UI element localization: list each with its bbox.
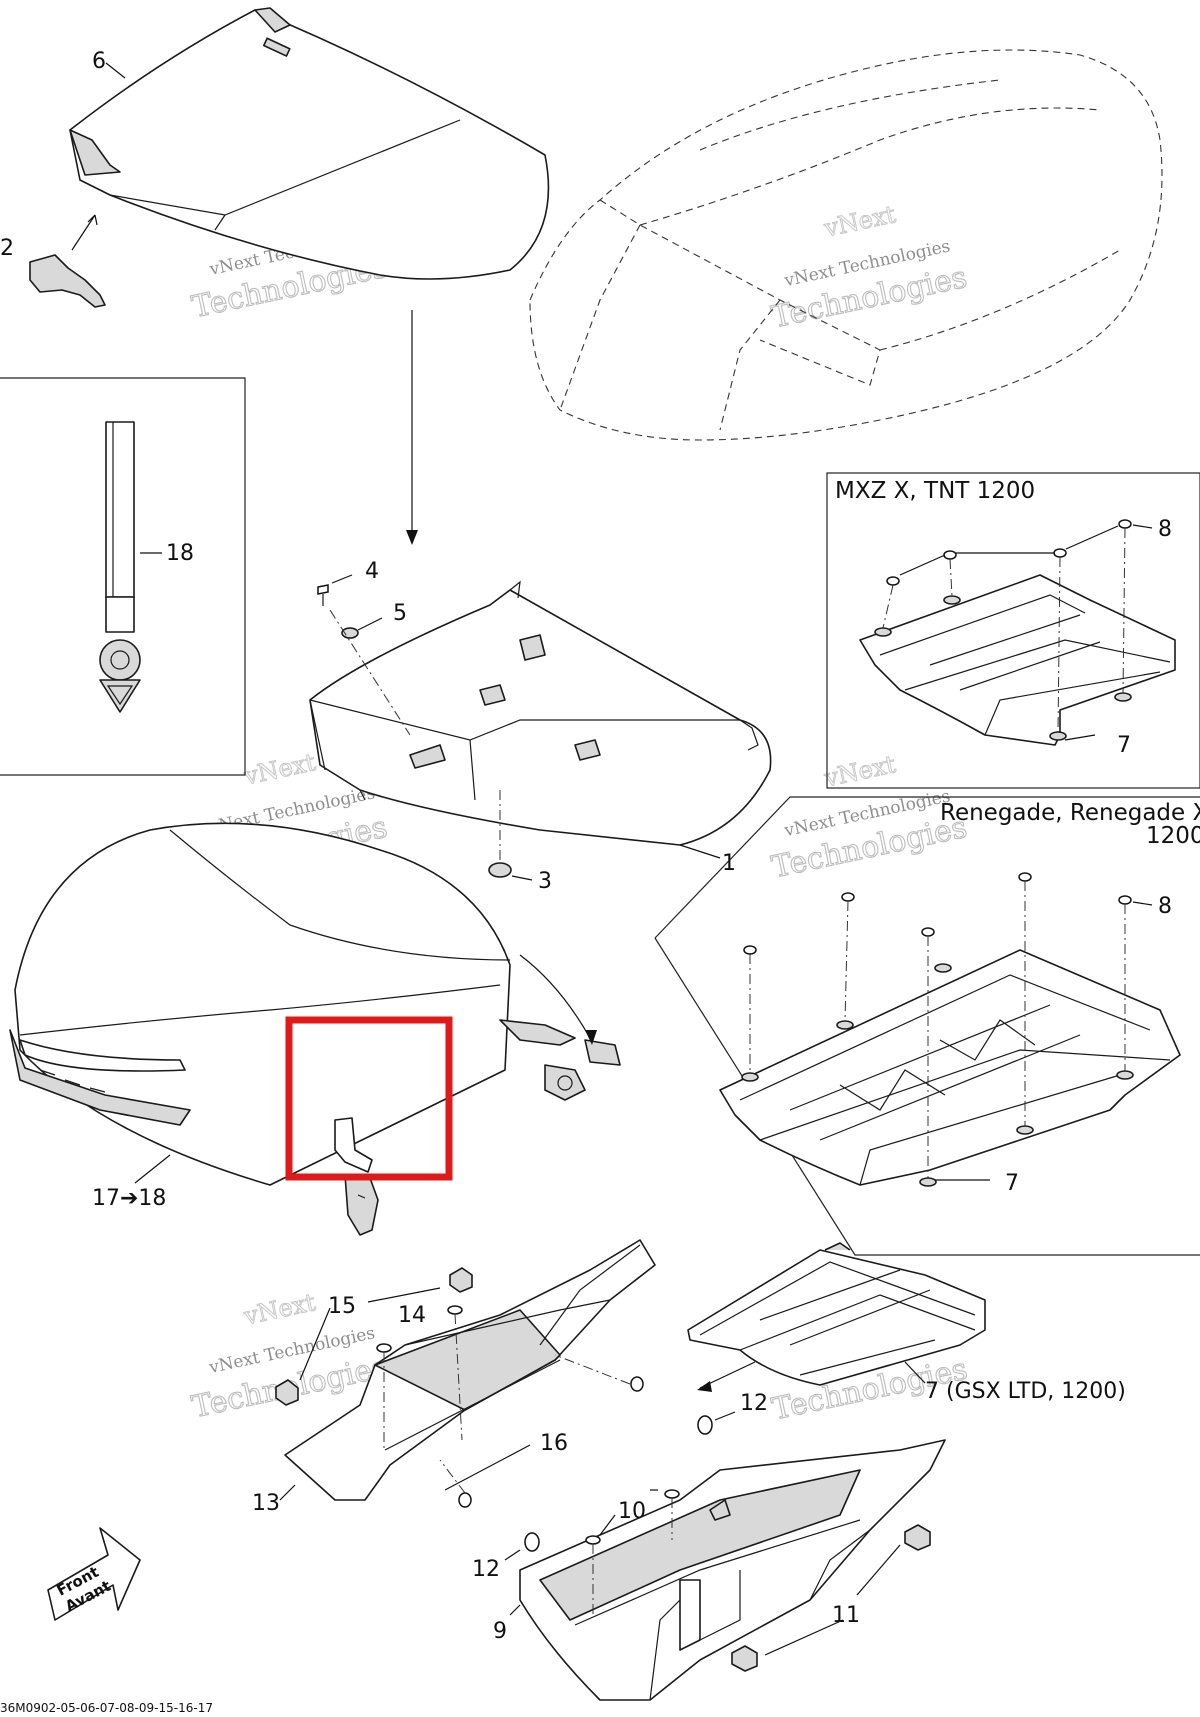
callout-14: 14 bbox=[398, 1303, 426, 1328]
callout-8-renegade: 8 bbox=[1158, 894, 1172, 919]
highlight-box bbox=[285, 1016, 453, 1181]
callout-16: 16 bbox=[540, 1431, 568, 1456]
front-direction-arrow: Front Avant bbox=[47, 1527, 141, 1621]
clip-part-2 bbox=[29, 214, 106, 308]
callout-13: 13 bbox=[252, 1491, 280, 1516]
callout-6: 6 bbox=[92, 49, 106, 74]
callout-1: 1 bbox=[722, 851, 736, 876]
renegade-box: Renegade, Renegade X 1200 bbox=[654, 796, 1200, 1256]
callout-12-a: 12 bbox=[740, 1391, 768, 1416]
callout-7-mxz: 7 bbox=[1117, 733, 1131, 758]
callout-15: 15 bbox=[328, 1294, 356, 1319]
svg-text:vNext: vNext bbox=[821, 750, 899, 793]
mxz-tnt-title: MXZ X, TNT 1200 bbox=[835, 478, 1035, 504]
bolt-part-14 bbox=[376, 1305, 463, 1450]
svg-text:vNext: vNext bbox=[821, 200, 899, 243]
windshield-part-6 bbox=[69, 7, 550, 280]
washer-part-5 bbox=[329, 609, 411, 736]
callout-9: 9 bbox=[493, 1619, 507, 1644]
assembly-arrow-down bbox=[406, 310, 418, 545]
seat-outline bbox=[529, 49, 1163, 441]
callout-11: 11 bbox=[832, 1603, 860, 1628]
callout-8-mxz: 8 bbox=[1158, 517, 1172, 542]
leader-1 bbox=[679, 844, 721, 859]
callout-7-gsx: 7 (GSX LTD, 1200) bbox=[925, 1379, 1126, 1404]
strap-box bbox=[0, 377, 246, 776]
cover-part-7-gsx bbox=[687, 1242, 986, 1392]
callout-12-b: 12 bbox=[472, 1557, 500, 1582]
watermark-top-right: vNext vNext Technologies Technologies bbox=[768, 200, 971, 336]
callout-18: 18 bbox=[166, 541, 194, 566]
document-id: 36M0902-05-06-07-08-09-15-16-17 bbox=[0, 1701, 213, 1715]
renegade-title-line2: 1200 bbox=[1146, 823, 1200, 849]
nut-part-11 bbox=[509, 1524, 931, 1672]
svg-text:vNext: vNext bbox=[241, 748, 319, 791]
grommet-part-3 bbox=[488, 790, 533, 881]
mxz-tnt-box: MXZ X, TNT 1200 bbox=[826, 472, 1200, 789]
bolt-part-10 bbox=[585, 1489, 680, 1615]
heat-shield-part-13 bbox=[284, 1239, 656, 1501]
console-part-17 bbox=[9, 822, 621, 1236]
bolt-part-4 bbox=[317, 574, 353, 606]
leader-6 bbox=[105, 62, 126, 79]
svg-text:vNext: vNext bbox=[241, 1288, 319, 1331]
leader-13 bbox=[279, 1484, 296, 1501]
renegade-title-line1: Renegade, Renegade X bbox=[940, 800, 1200, 826]
nut-part-15 bbox=[275, 1267, 473, 1406]
callout-2: 2 bbox=[0, 236, 14, 261]
bolt-part-16 bbox=[439, 1354, 644, 1508]
shield-part-9 bbox=[519, 1439, 946, 1701]
callout-5: 5 bbox=[393, 601, 407, 626]
callout-10: 10 bbox=[618, 1499, 646, 1524]
callout-7-renegade: 7 bbox=[1005, 1171, 1019, 1196]
callout-3: 3 bbox=[538, 869, 552, 894]
seat-base-part-1 bbox=[309, 580, 772, 846]
watermark-mid-right: vNext vNext Technologies Technologies bbox=[768, 750, 971, 886]
bolt-part-12 bbox=[504, 1411, 736, 1561]
callout-4: 4 bbox=[365, 559, 379, 584]
callout-17-18: 17➔18 bbox=[92, 1186, 166, 1211]
